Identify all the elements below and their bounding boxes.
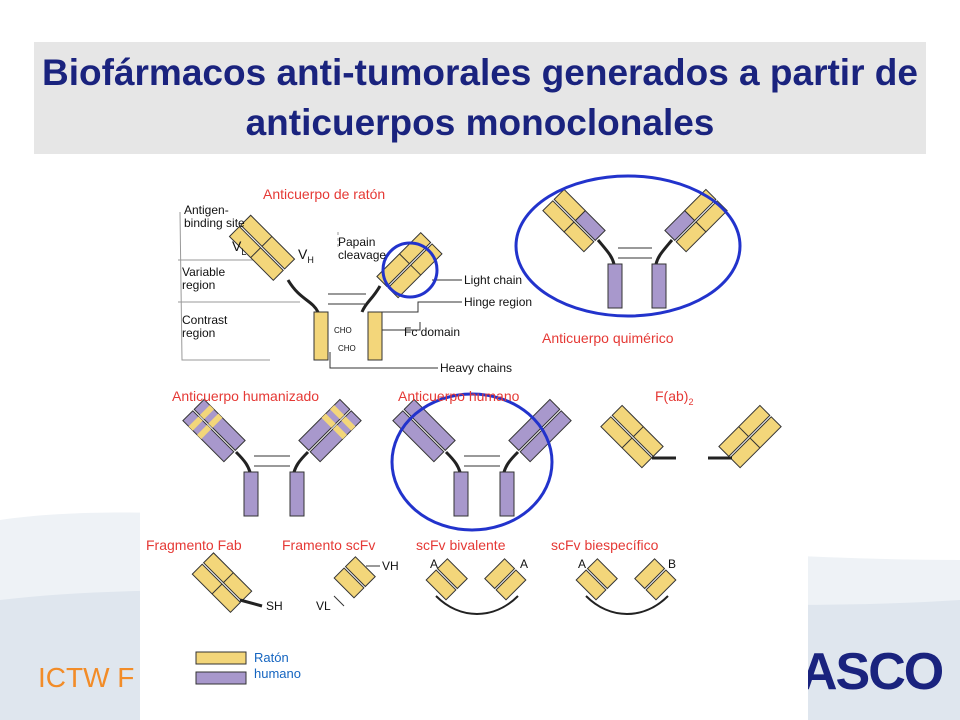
- label-human-antibody: Anticuerpo humano: [398, 388, 520, 404]
- scfv-vh-label: VH: [382, 559, 399, 573]
- cho-label-2: CHO: [338, 344, 356, 353]
- papain-cleavage-label: Papain cleavage: [338, 235, 387, 262]
- bispecific-a: A: [578, 557, 587, 571]
- asco-logo: ASCO: [800, 643, 944, 701]
- heavy-chains-label: Heavy chains: [440, 361, 513, 375]
- label-chimeric-antibody: Anticuerpo quimérico: [542, 330, 674, 346]
- scfv-vl-label: VL: [316, 599, 331, 613]
- fab2-fragment: [600, 404, 782, 469]
- humanized-antibody: [182, 398, 362, 517]
- scfv-fragment: [333, 556, 380, 607]
- human-antibody: [390, 392, 572, 532]
- mouse-antibody: [178, 211, 462, 369]
- footer-brand-text: ICTW F: [38, 662, 135, 693]
- hinge-region-label: Hinge region: [464, 295, 533, 309]
- fab-fragment: [191, 552, 263, 613]
- label-scfv-bispecific: scFv biespecífico: [551, 537, 659, 553]
- legend-swatches: [195, 651, 247, 685]
- fc-domain-label: Fc domain: [404, 325, 461, 339]
- label-scfv: Framento scFv: [282, 537, 376, 553]
- vh-label: VH: [298, 246, 314, 265]
- label-fab-fragment: Fragmento Fab: [146, 537, 242, 553]
- title-band: [34, 42, 926, 154]
- cho-label-1: CHO: [334, 326, 352, 335]
- bivalent-a-left: A: [430, 557, 439, 571]
- sh-label: SH: [266, 599, 283, 613]
- bispecific-b: B: [668, 557, 677, 571]
- label-fab2-subscript: 2: [688, 396, 694, 407]
- chimeric-antibody: [514, 174, 742, 318]
- scfv-bivalent: [425, 558, 527, 615]
- light-chain-highlight: [381, 241, 439, 299]
- page-title: Biofármacos anti-tumorales generados a p…: [42, 52, 918, 143]
- label-humanized-antibody: Anticuerpo humanizado: [172, 388, 320, 404]
- variable-region-label: Variable region: [182, 265, 226, 292]
- legend-human-label: humano: [254, 666, 301, 681]
- vl-label: VL: [232, 238, 247, 257]
- label-mouse-antibody: Anticuerpo de ratón: [263, 186, 386, 202]
- legend-mouse-label: Ratón: [254, 650, 289, 665]
- contrast-region-label: Contrast region: [182, 313, 228, 340]
- bivalent-a-right: A: [520, 557, 529, 571]
- legend: Ratón humano: [254, 650, 301, 682]
- antigen-binding-site-label: Antigen- binding site: [184, 203, 245, 230]
- scfv-bispecific: [575, 558, 677, 615]
- light-chain-label: Light chain: [464, 273, 523, 287]
- label-fab2: F(ab)2: [655, 388, 694, 407]
- label-scfv-bivalent: scFv bivalente: [416, 537, 506, 553]
